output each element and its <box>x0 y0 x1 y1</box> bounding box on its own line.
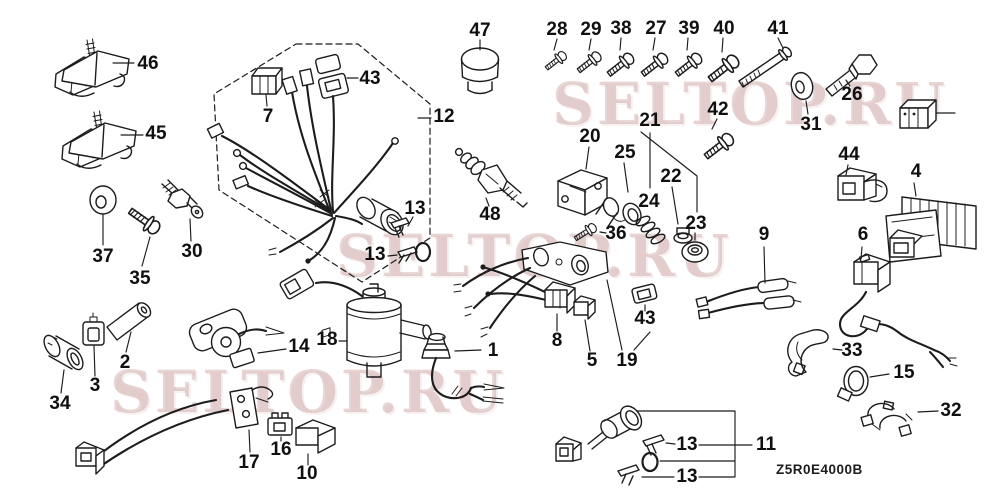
part-35-art <box>124 203 164 267</box>
callout-36: 36 <box>605 223 627 244</box>
part-5-art <box>573 295 596 352</box>
fasteners-art <box>542 37 878 164</box>
callout-20: 20 <box>579 126 601 147</box>
callout-46: 46 <box>137 53 159 74</box>
part-44-art <box>837 164 888 203</box>
callout-22: 22 <box>660 166 682 187</box>
callout-48: 48 <box>479 204 501 225</box>
callout-14: 14 <box>288 336 310 357</box>
callout-23: 23 <box>685 213 707 234</box>
callout-45: 45 <box>145 123 167 144</box>
callout-19: 19 <box>616 350 638 371</box>
callout-13-c: 13 <box>676 434 698 455</box>
callout-5: 5 <box>586 350 598 371</box>
callout-37: 37 <box>92 246 114 267</box>
part-7-right-art <box>899 99 956 129</box>
callout-39: 39 <box>678 18 700 39</box>
part-20-art <box>557 146 608 216</box>
callout-6: 6 <box>857 224 869 245</box>
callout-25: 25 <box>614 142 636 163</box>
callout-29: 29 <box>580 19 602 40</box>
part-43b-art <box>631 283 658 312</box>
part-8-art <box>480 264 576 332</box>
part-33-art <box>787 329 843 377</box>
part-11-group-art <box>555 405 753 486</box>
part-15-art <box>836 365 890 402</box>
part-32-art <box>860 400 939 437</box>
callout-8: 8 <box>551 330 563 351</box>
callout-21-lines <box>640 131 698 213</box>
part-46-art <box>54 38 135 97</box>
diagram-code: Z5R0E4000B <box>776 462 863 477</box>
callout-13-a: 13 <box>404 198 426 219</box>
callout-11: 11 <box>755 434 777 455</box>
part-3-art <box>82 312 105 377</box>
part-13-harness-clips-art <box>387 216 432 264</box>
callout-4: 4 <box>910 161 922 182</box>
part-34-art <box>43 334 84 394</box>
part-2-art <box>106 302 152 353</box>
part-18-art <box>279 268 432 378</box>
callout-13-b: 13 <box>364 244 386 265</box>
callout-38: 38 <box>610 18 632 39</box>
part-47-art <box>460 39 500 95</box>
callout-3: 3 <box>89 375 101 396</box>
callout-47: 47 <box>469 20 491 41</box>
callout-2: 2 <box>119 352 131 373</box>
callout-27: 27 <box>645 18 667 39</box>
callout-12: 12 <box>433 106 455 127</box>
part-14-art <box>188 308 287 369</box>
callout-24: 24 <box>638 191 660 212</box>
callout-26: 26 <box>841 84 863 105</box>
part-22-art <box>671 186 693 244</box>
callout-31: 31 <box>800 114 822 135</box>
part-45-art <box>61 110 144 169</box>
callout-28: 28 <box>546 19 568 40</box>
part-36-art <box>571 220 607 245</box>
part-48-art <box>454 147 528 208</box>
part-16-art <box>267 412 293 442</box>
callout-17: 17 <box>238 452 260 473</box>
callout-30: 30 <box>181 241 203 262</box>
callout-43-top: 43 <box>359 68 381 89</box>
callout-33: 33 <box>841 340 863 361</box>
part-10-art <box>295 327 336 466</box>
callout-34: 34 <box>49 393 71 414</box>
callout-1: 1 <box>487 340 499 361</box>
callout-44: 44 <box>838 144 860 165</box>
callout-9: 9 <box>758 224 770 245</box>
callout-7-left: 7 <box>262 106 274 127</box>
callout-32: 32 <box>940 400 962 421</box>
callout-21: 21 <box>639 110 661 131</box>
part-30-art <box>161 179 204 242</box>
part-17-art <box>75 386 274 475</box>
callout-18: 18 <box>316 329 338 350</box>
callout-40: 40 <box>713 18 735 39</box>
callout-43-b: 43 <box>634 308 656 329</box>
callout-41: 41 <box>767 18 789 39</box>
callout-35: 35 <box>129 268 151 289</box>
part-6-art <box>838 246 958 369</box>
watermark-top: SELTOP.RU <box>552 70 948 138</box>
callout-10: 10 <box>296 463 318 484</box>
callout-16: 16 <box>270 439 292 460</box>
callout-13-d: 13 <box>676 466 698 487</box>
callout-42: 42 <box>707 99 729 120</box>
part-19-assembly-art <box>453 241 651 351</box>
part-1-art <box>421 332 505 404</box>
part-24-art <box>635 215 666 245</box>
part-25-art <box>595 162 642 229</box>
callout-15: 15 <box>893 362 915 383</box>
part-4-art <box>885 182 977 263</box>
part-12-harness-art <box>206 43 432 283</box>
part-9-art <box>695 246 802 320</box>
part-23-art <box>681 232 709 263</box>
part-37-art <box>89 185 117 246</box>
